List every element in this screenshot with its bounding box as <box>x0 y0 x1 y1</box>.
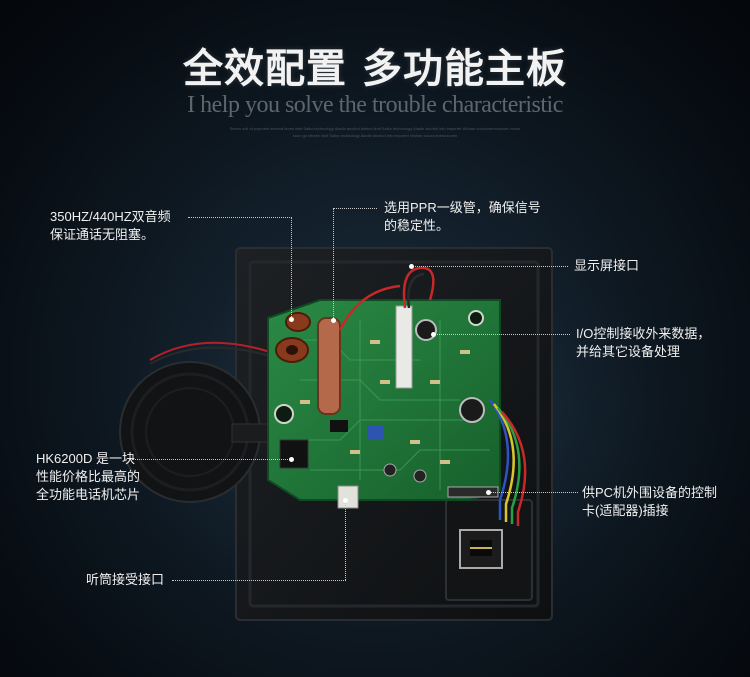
handset-connector <box>337 485 359 509</box>
callout-chip: HK6200D 是一块 性能价格比最高的 全功能电话机芯片 <box>36 450 140 504</box>
callout-io-line-1: I/O控制接收外来数据， <box>576 326 711 341</box>
leader-ppr-h <box>333 208 377 209</box>
callout-display: 显示屏接口 <box>574 257 639 275</box>
marker-pc <box>486 490 491 495</box>
marker-display <box>409 264 414 269</box>
callout-handset: 听筒接受接口 <box>86 571 164 589</box>
callout-chip-line-1: HK6200D 是一块 <box>36 451 135 466</box>
callout-handset-line-1: 听筒接受接口 <box>86 572 165 587</box>
callout-audio: 350HZ/440HZ双音频 保证通话无阻塞。 <box>50 208 171 244</box>
callout-pc: 供PC机外围设备的控制 卡(适配器)插接 <box>582 484 717 520</box>
callout-ppr-line-2: 的稳定性。 <box>384 218 450 233</box>
callout-chip-line-2: 性能价格比最高的 <box>36 469 141 484</box>
pcb <box>267 299 501 509</box>
leader-display <box>412 266 568 267</box>
callout-audio-line-2: 保证通话无阻塞。 <box>50 227 155 242</box>
leader-audio-v <box>291 217 292 319</box>
fine-print-line-2: soon go bitmex limit Saiko technology Al… <box>292 133 458 138</box>
callout-display-line-1: 显示屏接口 <box>574 258 640 273</box>
callout-ppr: 选用PPR一级管，确保信号 的稳定性。 <box>384 199 541 235</box>
hk6200d-chip <box>279 439 309 469</box>
marker-chip <box>289 457 294 462</box>
page-subtitle: I help you solve the trouble characteris… <box>187 92 563 118</box>
leader-chip <box>132 459 290 460</box>
marker-io <box>431 332 436 337</box>
fine-print-line-1: Seven suit of payment several times limi… <box>229 126 521 131</box>
rj-jack <box>459 529 503 569</box>
leader-ppr-v <box>333 208 334 320</box>
leader-audio-h <box>188 217 292 218</box>
leader-pc <box>488 492 578 493</box>
callout-io-line-2: 并给其它设备处理 <box>576 344 681 359</box>
callout-pc-line-1: 供PC机外围设备的控制 <box>582 485 718 500</box>
callout-chip-line-3: 全功能电话机芯片 <box>36 487 141 502</box>
page-title: 全效配置 多功能主板 <box>183 45 567 92</box>
callout-io: I/O控制接收外来数据， 并给其它设备处理 <box>576 325 710 361</box>
callout-audio-line-1: 350HZ/440HZ双音频 <box>50 209 171 224</box>
callout-ppr-line-1: 选用PPR一级管，确保信号 <box>384 200 541 215</box>
marker-handset <box>343 498 348 503</box>
marker-ppr <box>331 318 336 323</box>
leader-handset-v <box>345 500 346 580</box>
marker-audio <box>289 317 294 322</box>
leader-io <box>434 334 570 335</box>
leader-handset-h <box>172 580 346 581</box>
callout-pc-line-2: 卡(适配器)插接 <box>582 503 669 518</box>
ppr-tube <box>317 317 341 415</box>
display-connector <box>395 305 413 389</box>
